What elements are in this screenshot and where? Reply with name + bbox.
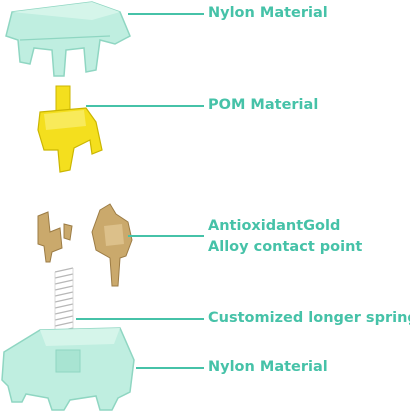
- bottom-housing: [1, 327, 135, 411]
- callout-line-stem: [86, 105, 204, 107]
- callout-line-bottom-housing: [136, 367, 204, 369]
- label-contact-line2: Alloy contact point: [208, 239, 363, 255]
- top-housing: [5, 1, 131, 77]
- label-contact: AntioxidantGold Alloy contact point: [208, 216, 362, 258]
- stem: [37, 85, 103, 173]
- callout-line-spring: [76, 318, 204, 320]
- label-spring: Customized longer springs: [208, 310, 410, 326]
- callout-line-contact: [128, 235, 204, 237]
- label-top-housing: Nylon Material: [208, 5, 328, 21]
- label-bottom-housing: Nylon Material: [208, 359, 328, 375]
- label-contact-line1: AntioxidantGold: [208, 218, 341, 234]
- label-stem: POM Material: [208, 97, 319, 113]
- callout-line-top-housing: [128, 13, 204, 15]
- gold-contacts: [37, 203, 133, 287]
